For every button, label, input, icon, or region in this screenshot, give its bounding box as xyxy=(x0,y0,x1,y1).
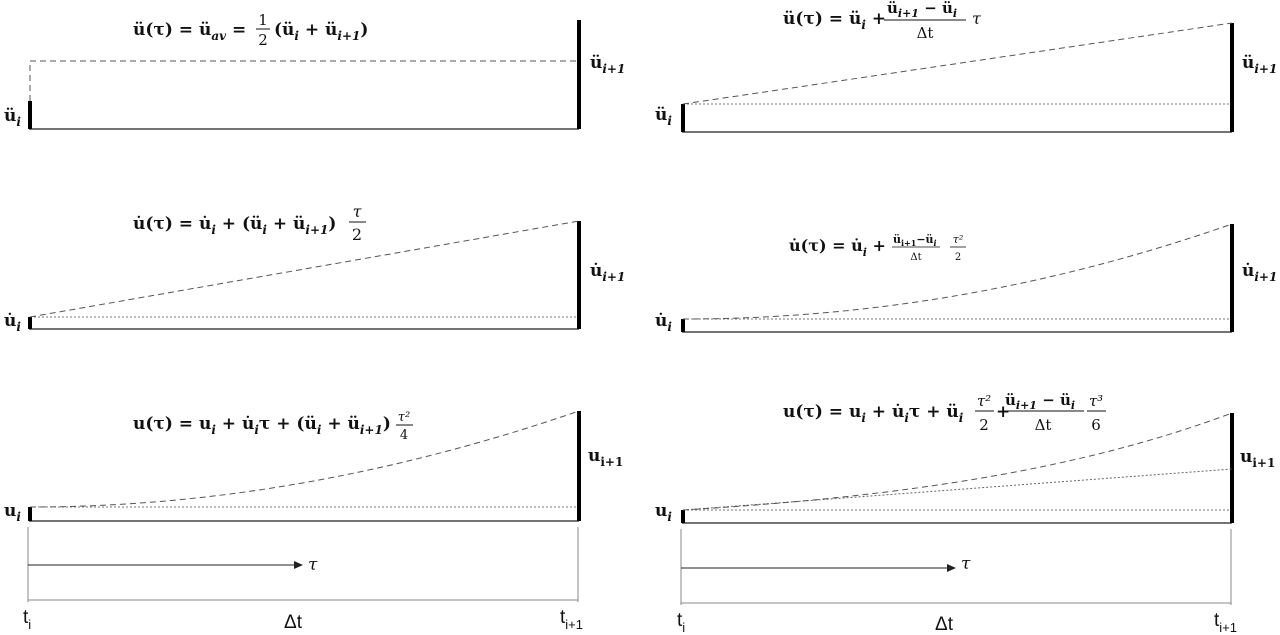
right-eq-acc-tail: τ xyxy=(972,9,982,28)
right-vel-quadratic-curve xyxy=(682,223,1233,320)
left-time-axis: τ ti Δt ti+1 xyxy=(23,527,583,633)
left-eq-acc-rhs: (üi + üi+1) xyxy=(274,20,368,43)
right-eq-disp-frac2-den: Δt xyxy=(1035,416,1052,434)
right-t-start-label: ti xyxy=(677,610,685,635)
right-t-end-label: ti+1 xyxy=(1214,610,1237,635)
right-vel-end-label: u̇i+1 xyxy=(1242,261,1277,284)
left-t-end-label: ti+1 xyxy=(560,607,583,632)
right-eq-vel-frac-den: Δt xyxy=(910,252,921,263)
left-eq-acceleration: ü(τ) = üav = xyxy=(133,20,246,43)
right-eq-disp-frac1-num: τ² xyxy=(977,392,991,410)
right-eq-disp-plus: + xyxy=(996,402,1010,422)
left-eq-disp-frac-num: τ² xyxy=(398,410,410,425)
right-eq-disp-frac3-num: τ³ xyxy=(1089,392,1103,410)
right-panel-velocity: u̇(τ) = u̇i + üi+1−üi Δt τ² 2 u̇i u̇i+1 xyxy=(655,223,1277,334)
left-eq-disp-frac-den: 4 xyxy=(400,428,408,443)
right-dt-label: Δt xyxy=(935,614,954,635)
right-eq-acceleration: ü(τ) = üi + xyxy=(783,9,886,32)
left-acc-average-line xyxy=(29,60,579,101)
left-panel-velocity: u̇(τ) = u̇i + (üi + üi+1) τ 2 u̇i u̇i+1 xyxy=(4,202,625,334)
right-eq-vel-frac2-den: 2 xyxy=(955,252,961,263)
left-disp-quadratic-curve xyxy=(29,410,580,508)
left-panel-acceleration: ü(τ) = üav = 1 2 (üi + üi+1) üi üi+1 xyxy=(4,11,625,130)
right-panel-acceleration: ü(τ) = üi + üi+1 − üi Δt τ üi üi+1 xyxy=(655,0,1277,133)
left-tau-label: τ xyxy=(308,555,318,575)
left-panel-displacement: u(τ) = ui + u̇iτ + (üi + üi+1) τ² 4 ui u… xyxy=(4,410,623,524)
left-t-start-label: ti xyxy=(23,607,31,632)
left-disp-end-label: ui+1 xyxy=(588,446,623,469)
right-acc-end-label: üi+1 xyxy=(1242,53,1277,76)
right-eq-vel-frac-num: üi+1−üi xyxy=(893,233,937,248)
right-disp-start-label: ui xyxy=(655,501,672,524)
left-eq-velocity: u̇(τ) = u̇i + (üi + üi+1) xyxy=(133,214,336,237)
right-disp-cubic-curve xyxy=(682,412,1233,511)
right-acc-linear-line xyxy=(682,22,1233,105)
left-eq-vel-frac-den: 2 xyxy=(352,225,362,244)
right-disp-end-label: ui+1 xyxy=(1240,447,1275,470)
left-eq-displacement: u(τ) = ui + u̇iτ + (üi + üi+1) xyxy=(133,414,391,437)
left-eq-acc-frac-den: 2 xyxy=(258,31,268,49)
right-eq-vel-frac2-num: τ² xyxy=(953,233,964,246)
left-vel-linear-line xyxy=(29,220,580,318)
left-acc-start-label: üi xyxy=(4,106,21,129)
left-acc-end-label: üi+1 xyxy=(590,53,625,76)
left-eq-acc-frac-num: 1 xyxy=(258,11,268,29)
right-eq-velocity: u̇(τ) = u̇i + xyxy=(789,236,886,259)
right-time-axis: τ ti Δt ti+1 xyxy=(677,529,1237,635)
right-acc-start-label: üi xyxy=(655,105,672,128)
left-disp-start-label: ui xyxy=(4,501,21,524)
right-eq-displacement: u(τ) = ui + u̇iτ + üi xyxy=(783,402,964,425)
left-eq-vel-frac-num: τ xyxy=(353,202,363,221)
right-tau-label: τ xyxy=(961,554,971,574)
right-eq-disp-frac1-den: 2 xyxy=(979,416,989,434)
right-vel-start-label: u̇i xyxy=(655,311,672,334)
left-dt-label: Δt xyxy=(284,612,303,633)
right-tau-arrowhead xyxy=(947,564,956,572)
left-vel-end-label: u̇i+1 xyxy=(590,261,625,284)
right-eq-acc-frac-num: üi+1 − üi xyxy=(887,0,957,20)
left-vel-start-label: u̇i xyxy=(4,311,21,334)
right-eq-disp-frac2-num: üi+1 − üi xyxy=(1005,391,1075,412)
right-eq-acc-frac-den: Δt xyxy=(917,24,934,42)
right-eq-disp-frac3-den: 6 xyxy=(1091,416,1101,434)
right-panel-displacement: u(τ) = ui + u̇iτ + üi τ² 2 + üi+1 − üi Δ… xyxy=(655,391,1275,524)
left-tau-arrowhead xyxy=(294,561,303,569)
